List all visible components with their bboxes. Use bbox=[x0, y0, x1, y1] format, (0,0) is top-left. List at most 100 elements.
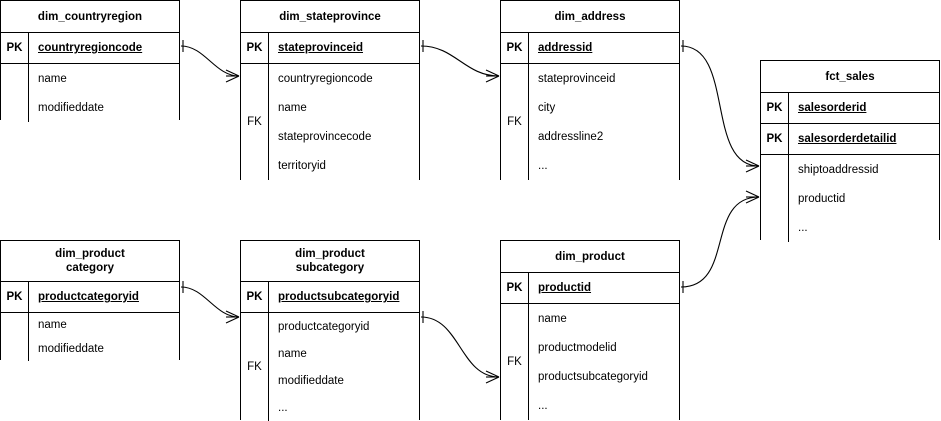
attribute-name: stateprovincecode bbox=[278, 130, 372, 143]
attribute-row[interactable]: name bbox=[269, 340, 419, 367]
attribute-name: modifieddate bbox=[38, 343, 104, 355]
attribute-name: stateprovinceid bbox=[538, 72, 616, 85]
attribute-name: name bbox=[538, 312, 567, 325]
attribute-name: salesorderid bbox=[798, 102, 867, 114]
attribute-name: productid bbox=[798, 192, 846, 205]
relationship-line bbox=[680, 196, 760, 288]
attribute-group: name modifieddate bbox=[1, 64, 179, 122]
attribute-group: name modifieddate bbox=[1, 313, 179, 361]
key-badge-pk: PK bbox=[501, 33, 529, 63]
attribute-row[interactable]: city bbox=[529, 93, 679, 122]
attribute-name: territoryid bbox=[278, 159, 326, 172]
attribute-list: name modifieddate bbox=[29, 313, 179, 361]
entity-title-line: subcategory bbox=[295, 262, 365, 274]
attribute-row[interactable]: countryregioncode bbox=[269, 64, 419, 93]
entity-title-dim_stateprovince: dim_stateprovince bbox=[241, 1, 419, 33]
attribute-row[interactable]: salesorderdetailid bbox=[789, 124, 939, 154]
relationship-line bbox=[180, 286, 240, 318]
attribute-name: productcategoryid bbox=[38, 291, 139, 303]
attribute-list: addressid bbox=[529, 33, 679, 63]
attribute-row[interactable]: ... bbox=[529, 151, 679, 180]
attribute-name: name bbox=[38, 319, 67, 331]
attribute-row[interactable]: addressid bbox=[529, 33, 679, 63]
entity-title-line: dim_product bbox=[295, 248, 365, 260]
attribute-row[interactable]: stateprovincecode bbox=[269, 122, 419, 151]
attribute-row[interactable]: stateprovinceid bbox=[269, 33, 419, 63]
relationship-productcategory-to-productsubcategory[interactable] bbox=[180, 281, 240, 324]
key-badge-pk: PK bbox=[761, 93, 789, 123]
attribute-list: name productmodelid productsubcategoryid..… bbox=[529, 304, 679, 420]
attribute-name: productcategoryid bbox=[278, 320, 370, 333]
attribute-row[interactable]: productsubcategoryid bbox=[529, 362, 679, 391]
relationship-product-to-fctsales[interactable] bbox=[680, 190, 760, 293]
attribute-row[interactable]: productsubcategoryid bbox=[269, 282, 419, 312]
attribute-row[interactable]: name bbox=[529, 304, 679, 333]
entity-title-line: dim_countryregion bbox=[37, 10, 143, 23]
attribute-row[interactable]: addressline2 bbox=[529, 122, 679, 151]
attribute-list: productid bbox=[529, 273, 679, 303]
attribute-list: salesorderdetailid bbox=[789, 124, 939, 154]
entity-title-dim_countryregion: dim_countryregion bbox=[1, 1, 179, 33]
attribute-name: productsubcategoryid bbox=[278, 291, 400, 303]
attribute-row[interactable]: countryregioncode bbox=[29, 33, 179, 63]
key-badge-fk: FK bbox=[501, 64, 529, 180]
attribute-row[interactable]: name bbox=[269, 93, 419, 122]
key-badge-fk: FK bbox=[241, 313, 269, 421]
relationship-line bbox=[180, 45, 240, 77]
entity-title-dim_productsubcategory: dim_product subcategory bbox=[241, 241, 419, 282]
key-badge-pk: PK bbox=[1, 33, 29, 63]
cardinality-many-marker bbox=[225, 69, 240, 83]
attribute-name: countryregioncode bbox=[278, 72, 373, 85]
attribute-row[interactable]: shiptoaddressid bbox=[789, 155, 939, 184]
attribute-row[interactable]: territoryid bbox=[269, 151, 419, 180]
attribute-row[interactable]: name bbox=[29, 64, 179, 93]
attribute-row[interactable]: productcategoryid bbox=[269, 313, 419, 340]
attribute-row[interactable]: modifieddate bbox=[29, 337, 179, 361]
entity-title-line: category bbox=[66, 262, 114, 274]
attribute-row[interactable]: productid bbox=[789, 184, 939, 213]
attribute-row[interactable]: productid bbox=[529, 273, 679, 303]
attribute-list: stateprovinceid bbox=[269, 33, 419, 63]
relationship-stateprovince-to-address[interactable] bbox=[420, 40, 500, 83]
attribute-row[interactable]: stateprovinceid bbox=[529, 64, 679, 93]
key-badge-pk: PK bbox=[241, 282, 269, 312]
attribute-row[interactable]: ... bbox=[529, 391, 679, 420]
entity-title-line: dim_address bbox=[554, 10, 626, 23]
attribute-row[interactable]: productcategoryid bbox=[29, 282, 179, 312]
attribute-name: ... bbox=[538, 399, 548, 412]
attribute-row[interactable]: ... bbox=[269, 394, 419, 421]
entity-title-line: dim_stateprovince bbox=[279, 10, 381, 23]
relationship-address-to-fctsales[interactable] bbox=[680, 40, 760, 173]
relationship-productsubcategory-to-product[interactable] bbox=[420, 311, 500, 384]
attribute-row[interactable]: productmodelid bbox=[529, 333, 679, 362]
attribute-name: productmodelid bbox=[538, 341, 617, 354]
attribute-row[interactable]: ... bbox=[789, 213, 939, 242]
attribute-row[interactable]: modifieddate bbox=[29, 93, 179, 122]
cardinality-many-marker bbox=[485, 69, 500, 83]
attribute-row[interactable]: salesorderid bbox=[789, 93, 939, 123]
attribute-name: name bbox=[38, 72, 67, 85]
attribute-row[interactable]: modifieddate bbox=[269, 367, 419, 394]
attribute-row[interactable]: name bbox=[29, 313, 179, 337]
relationship-countryregion-to-stateprovince[interactable] bbox=[180, 40, 240, 83]
attribute-list: countryregioncode bbox=[29, 33, 179, 63]
attribute-list: productsubcategoryid bbox=[269, 282, 419, 312]
cardinality-many-marker bbox=[745, 159, 760, 173]
